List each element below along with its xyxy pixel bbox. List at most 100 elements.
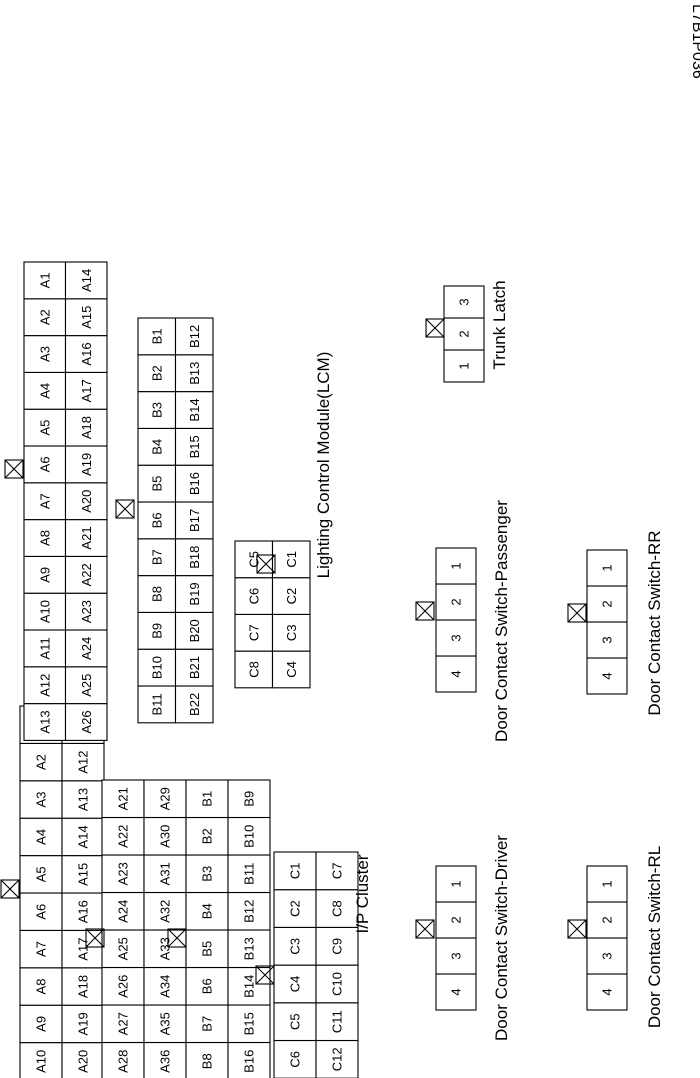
pin-cell: [443, 317, 485, 351]
pin-label: B22: [187, 693, 202, 716]
trunk-latch-caption: Trunk Latch: [490, 280, 509, 369]
pin-label: C11: [330, 1010, 345, 1033]
pin-label: A29: [158, 787, 173, 810]
pin-label: A16: [79, 342, 94, 365]
pin-cell: [101, 929, 145, 969]
pin-cell: [271, 540, 311, 579]
connector-key-icon: [85, 928, 105, 948]
pin-label: A26: [79, 710, 94, 733]
pin-cell: [586, 657, 628, 695]
pin-cell: [137, 317, 177, 356]
connector-key-icon: [255, 965, 275, 985]
pin-cell: [64, 408, 108, 447]
pin-cell: [174, 427, 214, 466]
pin-label: B1: [200, 791, 215, 807]
pin-label: A2: [34, 754, 49, 770]
pin-label: A20: [79, 490, 94, 513]
pin-cell: [137, 427, 177, 466]
pin-label: A17: [76, 938, 91, 961]
pin-cell: [19, 967, 63, 1006]
connector-key-icon: [415, 601, 435, 621]
pin-cell: [435, 583, 477, 621]
pin-cell: [185, 779, 229, 819]
figure-code: L7B1P036: [689, 4, 700, 79]
pin-label: C7: [246, 624, 261, 641]
pin-label: B16: [242, 1050, 257, 1073]
pin-label: C10: [330, 972, 345, 996]
pin-label: B9: [242, 791, 257, 807]
pin-cell: [23, 519, 67, 557]
pin-label: C9: [330, 938, 345, 955]
pin-cell: [435, 547, 477, 585]
pin-cell: [101, 779, 145, 819]
pin-cell: [19, 1042, 63, 1078]
pin-cell: [227, 929, 271, 969]
pin-label: B11: [149, 693, 164, 715]
pin-label: B8: [149, 586, 164, 602]
pin-label: 3: [600, 952, 615, 959]
connector-lcmA: A13A12A11A10A9A8A7A6A5A4A3A2A1A26A25A24A…: [4, 261, 108, 741]
pin-cell: [315, 851, 359, 891]
pin-cell: [586, 865, 628, 903]
pin-cell: [23, 445, 67, 484]
pin-label: C2: [288, 900, 303, 917]
pin-label: A19: [79, 453, 94, 476]
pin-cell: [64, 666, 108, 705]
pin-label: 2: [600, 916, 615, 923]
pin-label: B13: [242, 937, 257, 960]
pin-label: B5: [149, 476, 164, 492]
pin-label: A32: [158, 900, 173, 923]
pin-label: B4: [149, 439, 164, 455]
pin-cell: [174, 575, 214, 613]
connector-key-icon: [4, 459, 24, 479]
pin-cell: [137, 648, 177, 687]
pin-cell: [61, 892, 105, 931]
pin-cell: [23, 298, 67, 337]
pin-cell: [315, 889, 359, 928]
pin-cell: [174, 538, 214, 577]
pin-cell: [435, 619, 477, 657]
pin-label: A25: [116, 937, 131, 960]
pin-label: A6: [34, 904, 49, 920]
pin-cell: [227, 854, 271, 894]
pin-label: 4: [600, 672, 615, 679]
pin-label: A35: [158, 1012, 173, 1035]
pin-label: A25: [79, 674, 94, 697]
pin-label: A5: [34, 866, 49, 882]
pin-label: A7: [37, 493, 52, 509]
pin-label: A11: [37, 637, 52, 659]
pin-label: B11: [242, 863, 257, 885]
pin-cell: [61, 780, 105, 819]
pin-label: A15: [76, 863, 91, 886]
pin-label: A22: [116, 825, 131, 848]
pin-label: C8: [246, 661, 261, 678]
pin-cell: [64, 629, 108, 668]
pin-label: A12: [76, 751, 91, 774]
pin-label: C5: [246, 551, 261, 568]
pin-label: B10: [149, 656, 164, 679]
pin-label: A23: [116, 862, 131, 885]
pin-cell: [23, 482, 67, 521]
pin-label: A1: [37, 272, 52, 288]
pin-label: B4: [200, 903, 215, 919]
pin-cell: [234, 650, 274, 689]
pin-label: B7: [149, 549, 164, 565]
pin-label: A20: [76, 1050, 91, 1073]
pin-cell: [227, 816, 271, 856]
door-passenger-caption: Door Contact Switch-Passenger: [492, 500, 511, 742]
pin-cell: [586, 549, 628, 587]
pin-label: A24: [79, 637, 94, 660]
pin-cell: [143, 1004, 187, 1044]
pin-label: C7: [330, 863, 345, 880]
pin-label: B15: [242, 1012, 257, 1035]
connector-ipA2: A28A27A26A25A24A23A22A21A36A35A34A33A32A…: [85, 779, 187, 1078]
pin-cell: [435, 865, 477, 903]
pin-label: A13: [37, 710, 52, 733]
pin-label: A33: [158, 937, 173, 960]
